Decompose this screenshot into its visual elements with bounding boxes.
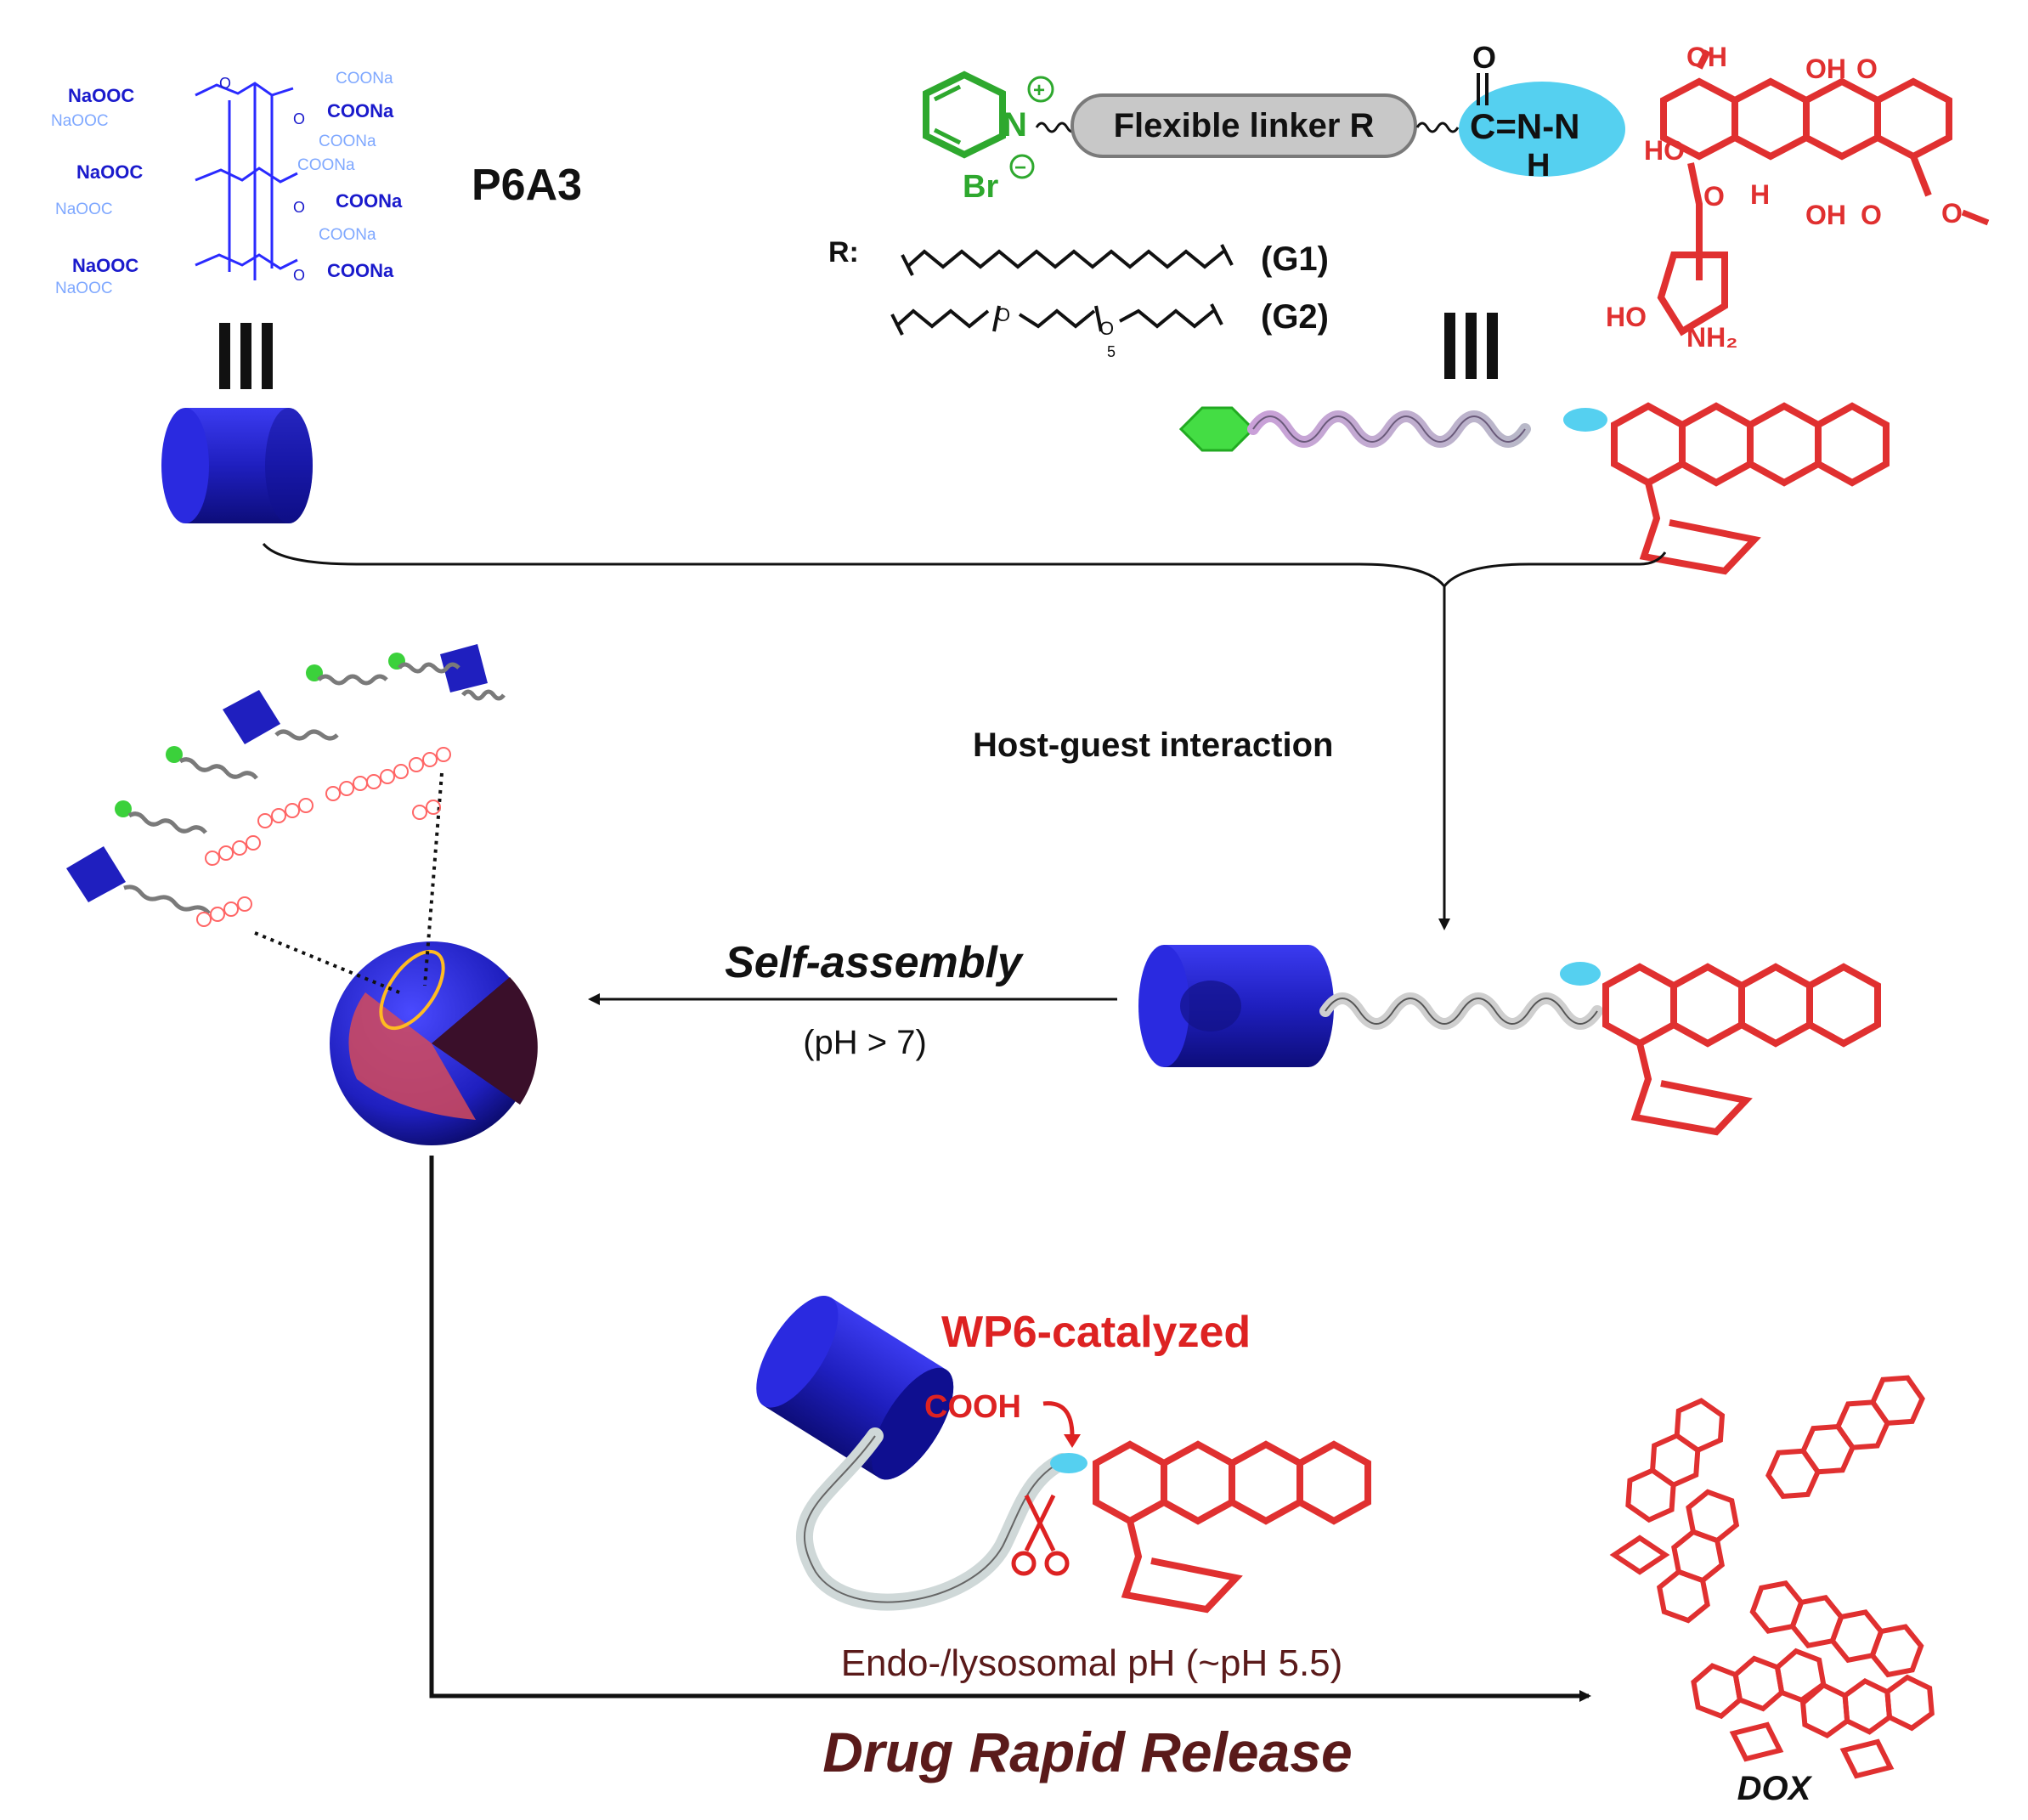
nanoparticle-leader-lines xyxy=(254,772,443,994)
dox-label-oh-1: OH xyxy=(1686,42,1727,72)
host-group-right-4: COONa xyxy=(336,70,393,88)
bromide-label: Br xyxy=(963,169,998,205)
host-group-left-6: NaOOC xyxy=(55,280,113,297)
hydrazone-bond: C=N-N H O xyxy=(1459,40,1625,184)
cooh-label: COOH xyxy=(924,1389,1021,1425)
host-group-left-2: NaOOC xyxy=(76,161,143,183)
host-group-right-5: COONa xyxy=(319,133,376,150)
host-group-right-1: COONa xyxy=(327,100,394,122)
cooh-arrow-tip xyxy=(1064,1434,1081,1448)
g1-chain xyxy=(901,244,1234,276)
g1-label: (G1) xyxy=(1261,240,1329,278)
flexible-linker-label: Flexible linker R xyxy=(1114,107,1375,144)
r-group-label: R: xyxy=(828,236,859,268)
host-name-label: P6A3 xyxy=(472,161,582,210)
dox-structure-top xyxy=(1657,49,1952,336)
equivalence-bars-left xyxy=(219,323,273,389)
wavy-bond-right xyxy=(1415,122,1460,133)
host-cylinder-icon xyxy=(161,408,313,523)
release-label: Drug Rapid Release xyxy=(822,1721,1353,1783)
host-group-left-5: NaOOC xyxy=(55,201,113,218)
g2-chain xyxy=(890,303,1223,336)
host-group-right-2: COONa xyxy=(336,190,403,212)
release-arrow xyxy=(429,1156,1591,1702)
endo-ph-label: Endo-/lysosomal pH (~pH 5.5) xyxy=(841,1642,1343,1684)
host-ring-o-4: O xyxy=(293,267,305,284)
released-dox-cluster xyxy=(1609,1375,1935,1779)
host-group-left-4: NaOOC xyxy=(51,112,109,130)
dox-label-o-2: O xyxy=(1861,200,1882,230)
host-ring-o-3: O xyxy=(293,199,305,216)
nanoparticle xyxy=(330,941,538,1145)
dox-label: DOX xyxy=(1737,1770,1813,1807)
host-group-right-7: COONa xyxy=(297,156,355,174)
dox-label-oh-2: OH xyxy=(1805,54,1846,84)
hydrazone-h-label: H xyxy=(1527,148,1550,184)
cooh-curved-arrow xyxy=(1042,1401,1075,1437)
dox-label-o-4: O xyxy=(1941,198,1963,229)
self-assembly-label: Self-assembly xyxy=(725,938,1025,987)
g2-o-label-1: O xyxy=(996,304,1010,325)
host-ring-o-2: O xyxy=(293,110,305,127)
dox-label-oh-3: OH xyxy=(1805,200,1846,230)
equivalence-bars-right xyxy=(1444,313,1498,379)
join-bracket xyxy=(262,542,1667,589)
dox-methoxy-bond xyxy=(1961,209,1990,226)
pyridinium-head: N + Br − xyxy=(923,71,1054,205)
g2-o-label-2: O xyxy=(1099,318,1114,339)
carbonyl-o-label: O xyxy=(1472,40,1496,75)
dox-label-o-1: O xyxy=(1856,54,1878,84)
dox-label-h: H xyxy=(1750,179,1770,210)
inclusion-complex xyxy=(1138,945,1881,1136)
amphiphile-fan xyxy=(66,644,506,927)
scissors-icon xyxy=(1011,1494,1070,1576)
bromide-minus-label: − xyxy=(1014,156,1026,179)
host-group-right-6: COONa xyxy=(319,226,376,244)
dox-label-nh2: NH₂ xyxy=(1686,322,1737,353)
hydrazone-label: C=N-N xyxy=(1470,106,1580,146)
pyridinium-plus-label: + xyxy=(1033,79,1045,102)
g2-subscript: 5 xyxy=(1107,343,1116,360)
pyridinium-n-label: N xyxy=(1003,106,1027,144)
catalyzed-label: WP6-catalyzed xyxy=(941,1308,1251,1357)
cleavage-cartoon xyxy=(756,1295,1371,1614)
dox-label-o-3: O xyxy=(1703,181,1725,212)
flexible-linker-box: Flexible linker R xyxy=(1070,93,1417,158)
host-group-left-3: NaOOC xyxy=(72,255,138,276)
p6a3-structure: NaOOC NaOOC NaOOC NaOOC NaOOC NaOOC COON… xyxy=(51,70,403,297)
host-group-left-1: NaOOC xyxy=(68,85,134,106)
dox-label-ho-1: HO xyxy=(1644,135,1685,166)
guest-cartoon-top xyxy=(1178,402,1890,575)
g2-label: (G2) xyxy=(1261,298,1329,336)
host-group-right-3: COONa xyxy=(327,260,394,281)
dox-label-ho-2: HO xyxy=(1606,302,1647,332)
wavy-bond-left xyxy=(1035,122,1079,133)
self-assembly-condition: (pH > 7) xyxy=(803,1024,927,1061)
host-guest-label: Host-guest interaction xyxy=(973,726,1333,764)
host-ring-o-1: O xyxy=(219,75,231,92)
